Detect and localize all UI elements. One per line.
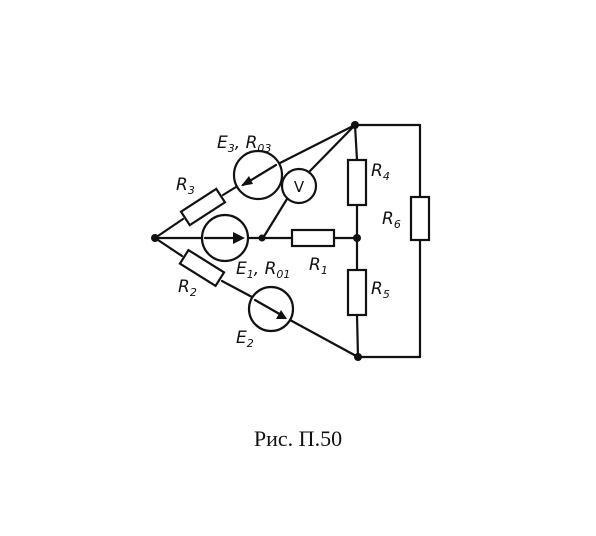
source-e2-arrow-shaft <box>253 298 285 318</box>
resistor-r1 <box>290 228 336 248</box>
resistor-r6 <box>409 195 431 242</box>
resistor-r2 <box>178 248 226 288</box>
source-e1 <box>200 213 250 263</box>
label-e3-r03: E3, R03 <box>217 133 271 155</box>
wires <box>153 123 422 359</box>
label-r5: R5 <box>371 279 390 301</box>
resistor-r5 <box>346 268 368 317</box>
wire-vm-bottom <box>261 197 289 240</box>
resistor-r3 <box>179 187 227 227</box>
label-r3: R3 <box>176 175 195 197</box>
wire-e3-r3 <box>221 185 238 197</box>
wire-e3-right <box>278 123 357 165</box>
label-r4: R4 <box>371 161 390 183</box>
voltmeter-circle <box>280 167 318 205</box>
label-r1: R1 <box>309 255 328 277</box>
node-bottom <box>354 353 362 361</box>
source-e3-arrow-head <box>241 176 253 186</box>
node-top <box>351 121 359 129</box>
node-middle <box>258 234 266 242</box>
wire-vm-top <box>307 123 357 174</box>
wire-e2-right <box>288 318 360 359</box>
resistor-r4 <box>346 158 368 207</box>
voltmeter-label: V <box>294 178 305 196</box>
wire-r2-e2 <box>220 279 254 299</box>
label-e2: E2 <box>236 328 254 350</box>
wire-r2-left <box>153 236 184 258</box>
node-left <box>151 234 159 242</box>
source-e3 <box>232 149 284 201</box>
figure-caption: Рис. П.50 <box>253 426 343 451</box>
source-e2-arrow-head <box>276 310 287 319</box>
source-e2 <box>247 285 295 333</box>
wire-r3-left <box>153 217 185 240</box>
node-middle-right <box>353 234 361 242</box>
wire-r4-top <box>353 123 359 162</box>
source-e1-arrow-head <box>233 232 245 244</box>
label-e1-r01: E1, R01 <box>236 259 290 281</box>
wire-r5-bottom <box>355 313 360 359</box>
voltmeter: V <box>280 167 318 205</box>
label-r2: R2 <box>178 277 197 299</box>
label-r6: R6 <box>382 209 401 231</box>
